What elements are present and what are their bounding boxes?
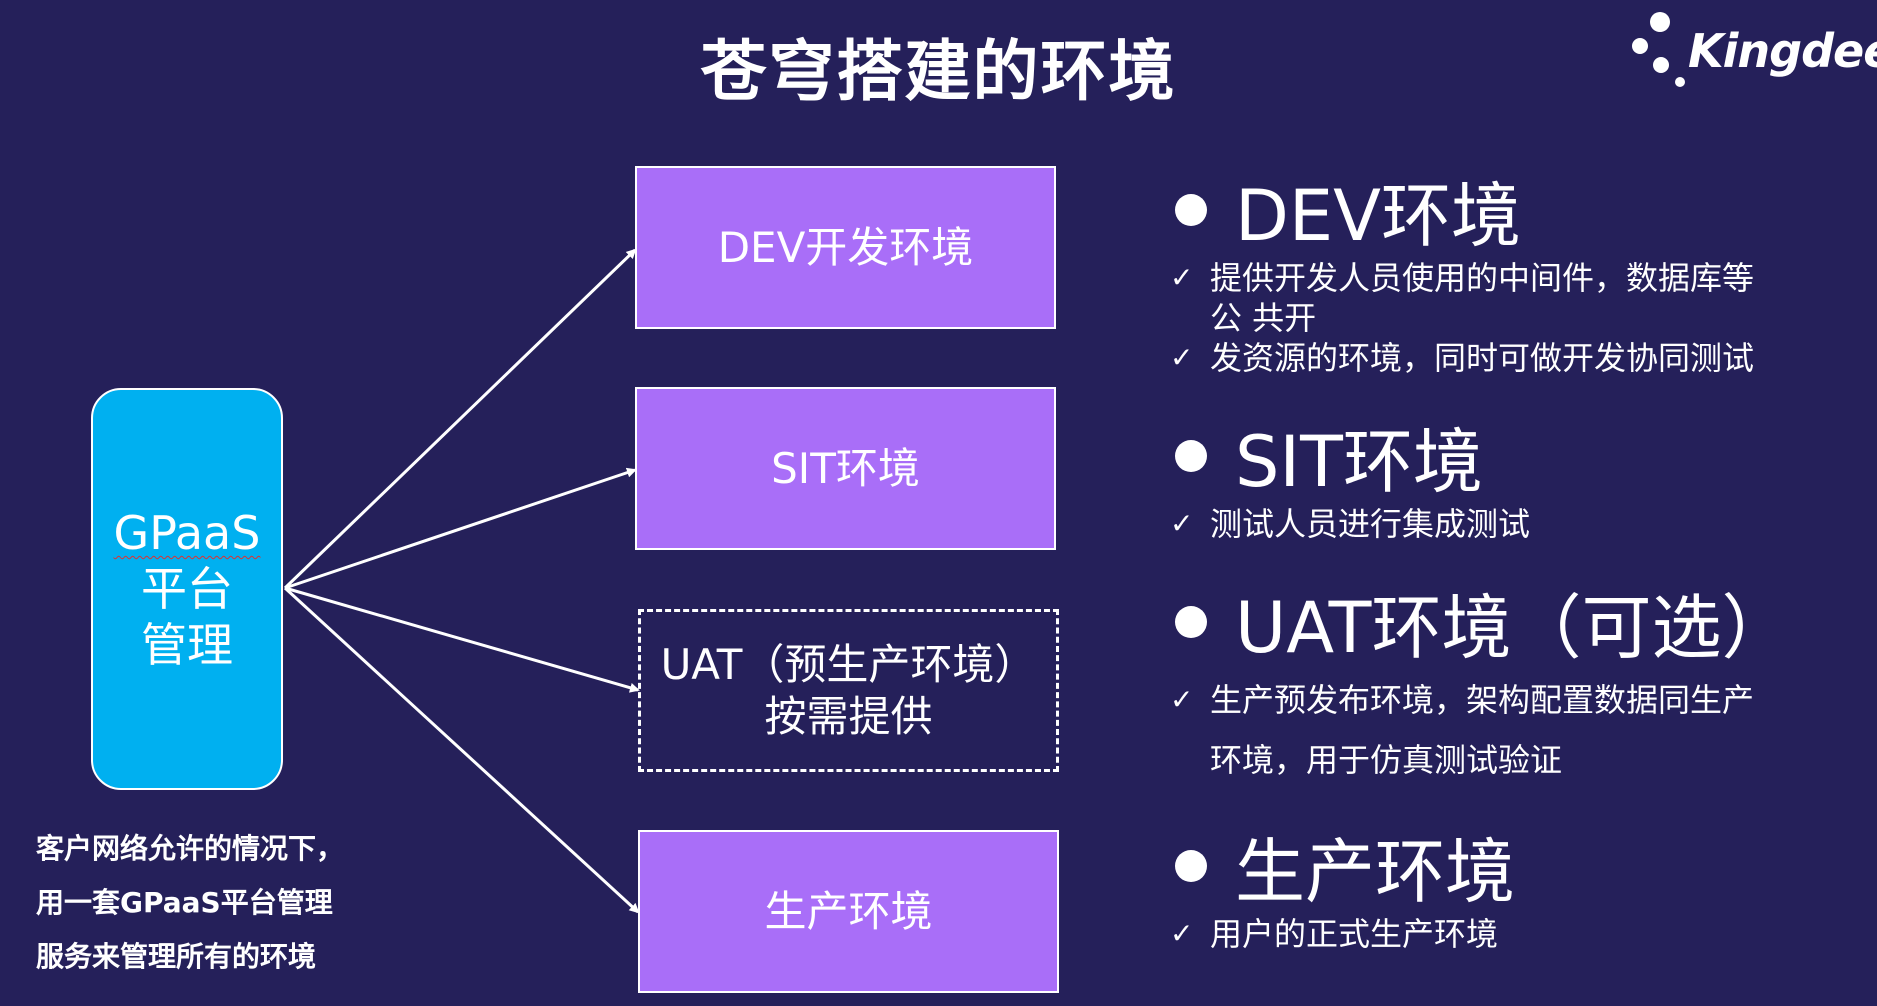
dev-item-2-text: 发资源的环境，同时可做开发协同测试 (1210, 339, 1755, 377)
note-line3: 服务来管理所有的环境 (36, 940, 317, 973)
arrow-to-dev-icon (283, 248, 637, 590)
sit-environment-box: SIT环境 (635, 387, 1056, 550)
gpaas-label-line3: 管理 (141, 618, 233, 672)
sit-item-1: ✓ 测试人员进行集成测试 (1170, 504, 1870, 544)
uat-box-label-line2: 按需提供 (764, 691, 933, 741)
sit-box-label: SIT环境 (771, 443, 920, 493)
filled-circle-icon (1175, 440, 1207, 472)
uat-item-1-text: 生产预发布环境，架构配置数据同生产 (1210, 681, 1755, 719)
arrow-to-sit-icon (284, 467, 637, 590)
kingdee-logo: Kingdee (1628, 10, 1877, 90)
network-note: 客户网络允许的情况下， 用一套GPaaS平台管理 服务来管理所有的环境 (36, 822, 436, 984)
check-icon: ✓ (1170, 917, 1194, 950)
filled-circle-icon (1175, 194, 1207, 226)
uat-section-heading: UAT环境（可选） (1170, 582, 1870, 669)
uat-item-1: ✓ 生产预发布环境，架构配置数据同生产 (1170, 670, 1870, 730)
sit-item-1-text: 测试人员进行集成测试 (1210, 505, 1531, 543)
check-icon: ✓ (1170, 341, 1194, 374)
dev-item-1: ✓ 提供开发人员使用的中间件，数据库等 (1170, 258, 1870, 298)
check-icon: ✓ (1170, 683, 1194, 716)
gpaas-label-line1: GPaaS (113, 506, 261, 560)
uat-box-label-line1: UAT（预生产环境） (660, 639, 1037, 689)
uat-heading-text: UAT环境（可选） (1235, 586, 1792, 669)
gpaas-label-line2: 平台 (141, 562, 233, 616)
check-icon: ✓ (1170, 507, 1194, 540)
sit-heading-text: SIT环境 (1235, 420, 1483, 503)
dev-heading-text: DEV环境 (1235, 174, 1522, 257)
prod-item-1: ✓ 用户的正式生产环境 (1170, 914, 1870, 954)
prod-box-label: 生产环境 (764, 886, 933, 936)
filled-circle-icon (1175, 850, 1207, 882)
logo-text: Kingdee (1688, 24, 1877, 78)
dev-environment-box: DEV开发环境 (635, 166, 1056, 329)
prod-environment-box: 生产环境 (638, 830, 1059, 993)
dev-box-label: DEV开发环境 (717, 222, 974, 272)
uat-environment-box: UAT（预生产环境） 按需提供 (638, 609, 1059, 772)
note-line1: 客户网络允许的情况下， (36, 832, 345, 865)
prod-section: 生产环境 ✓ 用户的正式生产环境 (1170, 826, 1870, 954)
note-line2: 用一套GPaaS平台管理 (36, 886, 333, 919)
sit-section: SIT环境 ✓ 测试人员进行集成测试 (1170, 416, 1870, 544)
uat-section: UAT环境（可选） ✓ 生产预发布环境，架构配置数据同生产 环境，用于仿真测试验… (1170, 582, 1870, 790)
sit-section-heading: SIT环境 (1170, 416, 1870, 503)
prod-section-heading: 生产环境 (1170, 826, 1870, 913)
slide-title: 苍穹搭建的环境 (700, 33, 1177, 110)
dev-section-heading: DEV环境 (1170, 170, 1870, 257)
prod-heading-text: 生产环境 (1235, 830, 1515, 913)
dev-item-1-text: 提供开发人员使用的中间件，数据库等 (1210, 259, 1755, 297)
dev-item-1-cont: 公 共开 (1210, 299, 1317, 337)
uat-item-1-cont: 环境，用于仿真测试验证 (1210, 741, 1563, 779)
dev-item-2: ✓ 发资源的环境，同时可做开发协同测试 (1170, 338, 1870, 378)
arrow-to-uat-icon (284, 586, 640, 693)
filled-circle-icon (1175, 606, 1207, 638)
check-icon: ✓ (1170, 261, 1194, 294)
kingdee-logo-icon (1632, 12, 1685, 87)
arrow-to-prod-icon (283, 586, 640, 914)
prod-item-1-text: 用户的正式生产环境 (1210, 915, 1499, 953)
dev-section: DEV环境 ✓ 提供开发人员使用的中间件，数据库等 公 共开 ✓ 发资源的环境，… (1170, 170, 1870, 378)
gpaas-platform-box: GPaaS 平台 管理 (91, 388, 283, 790)
